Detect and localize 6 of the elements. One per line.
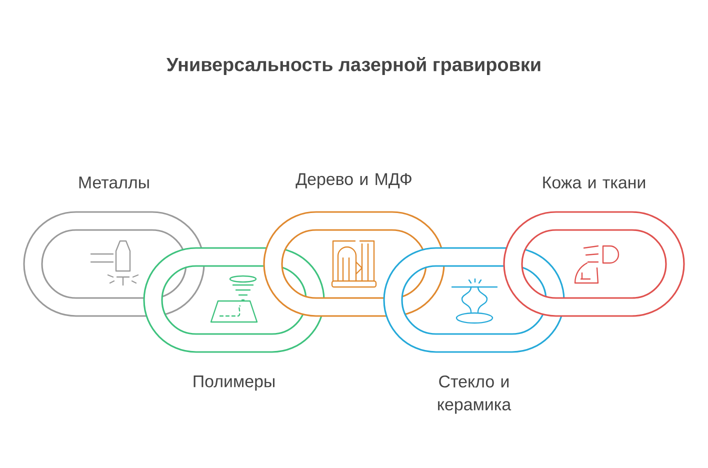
link-label: Кожа и ткани	[543, 176, 645, 188]
link-label: Металлы	[79, 176, 149, 188]
link-label: Полимеры	[194, 376, 274, 391]
link-label: Стекло и керамика	[438, 376, 512, 414]
title: Универсальность лазерной гравировки	[166, 57, 540, 75]
link-label: Дерево и МДФ	[296, 173, 412, 188]
